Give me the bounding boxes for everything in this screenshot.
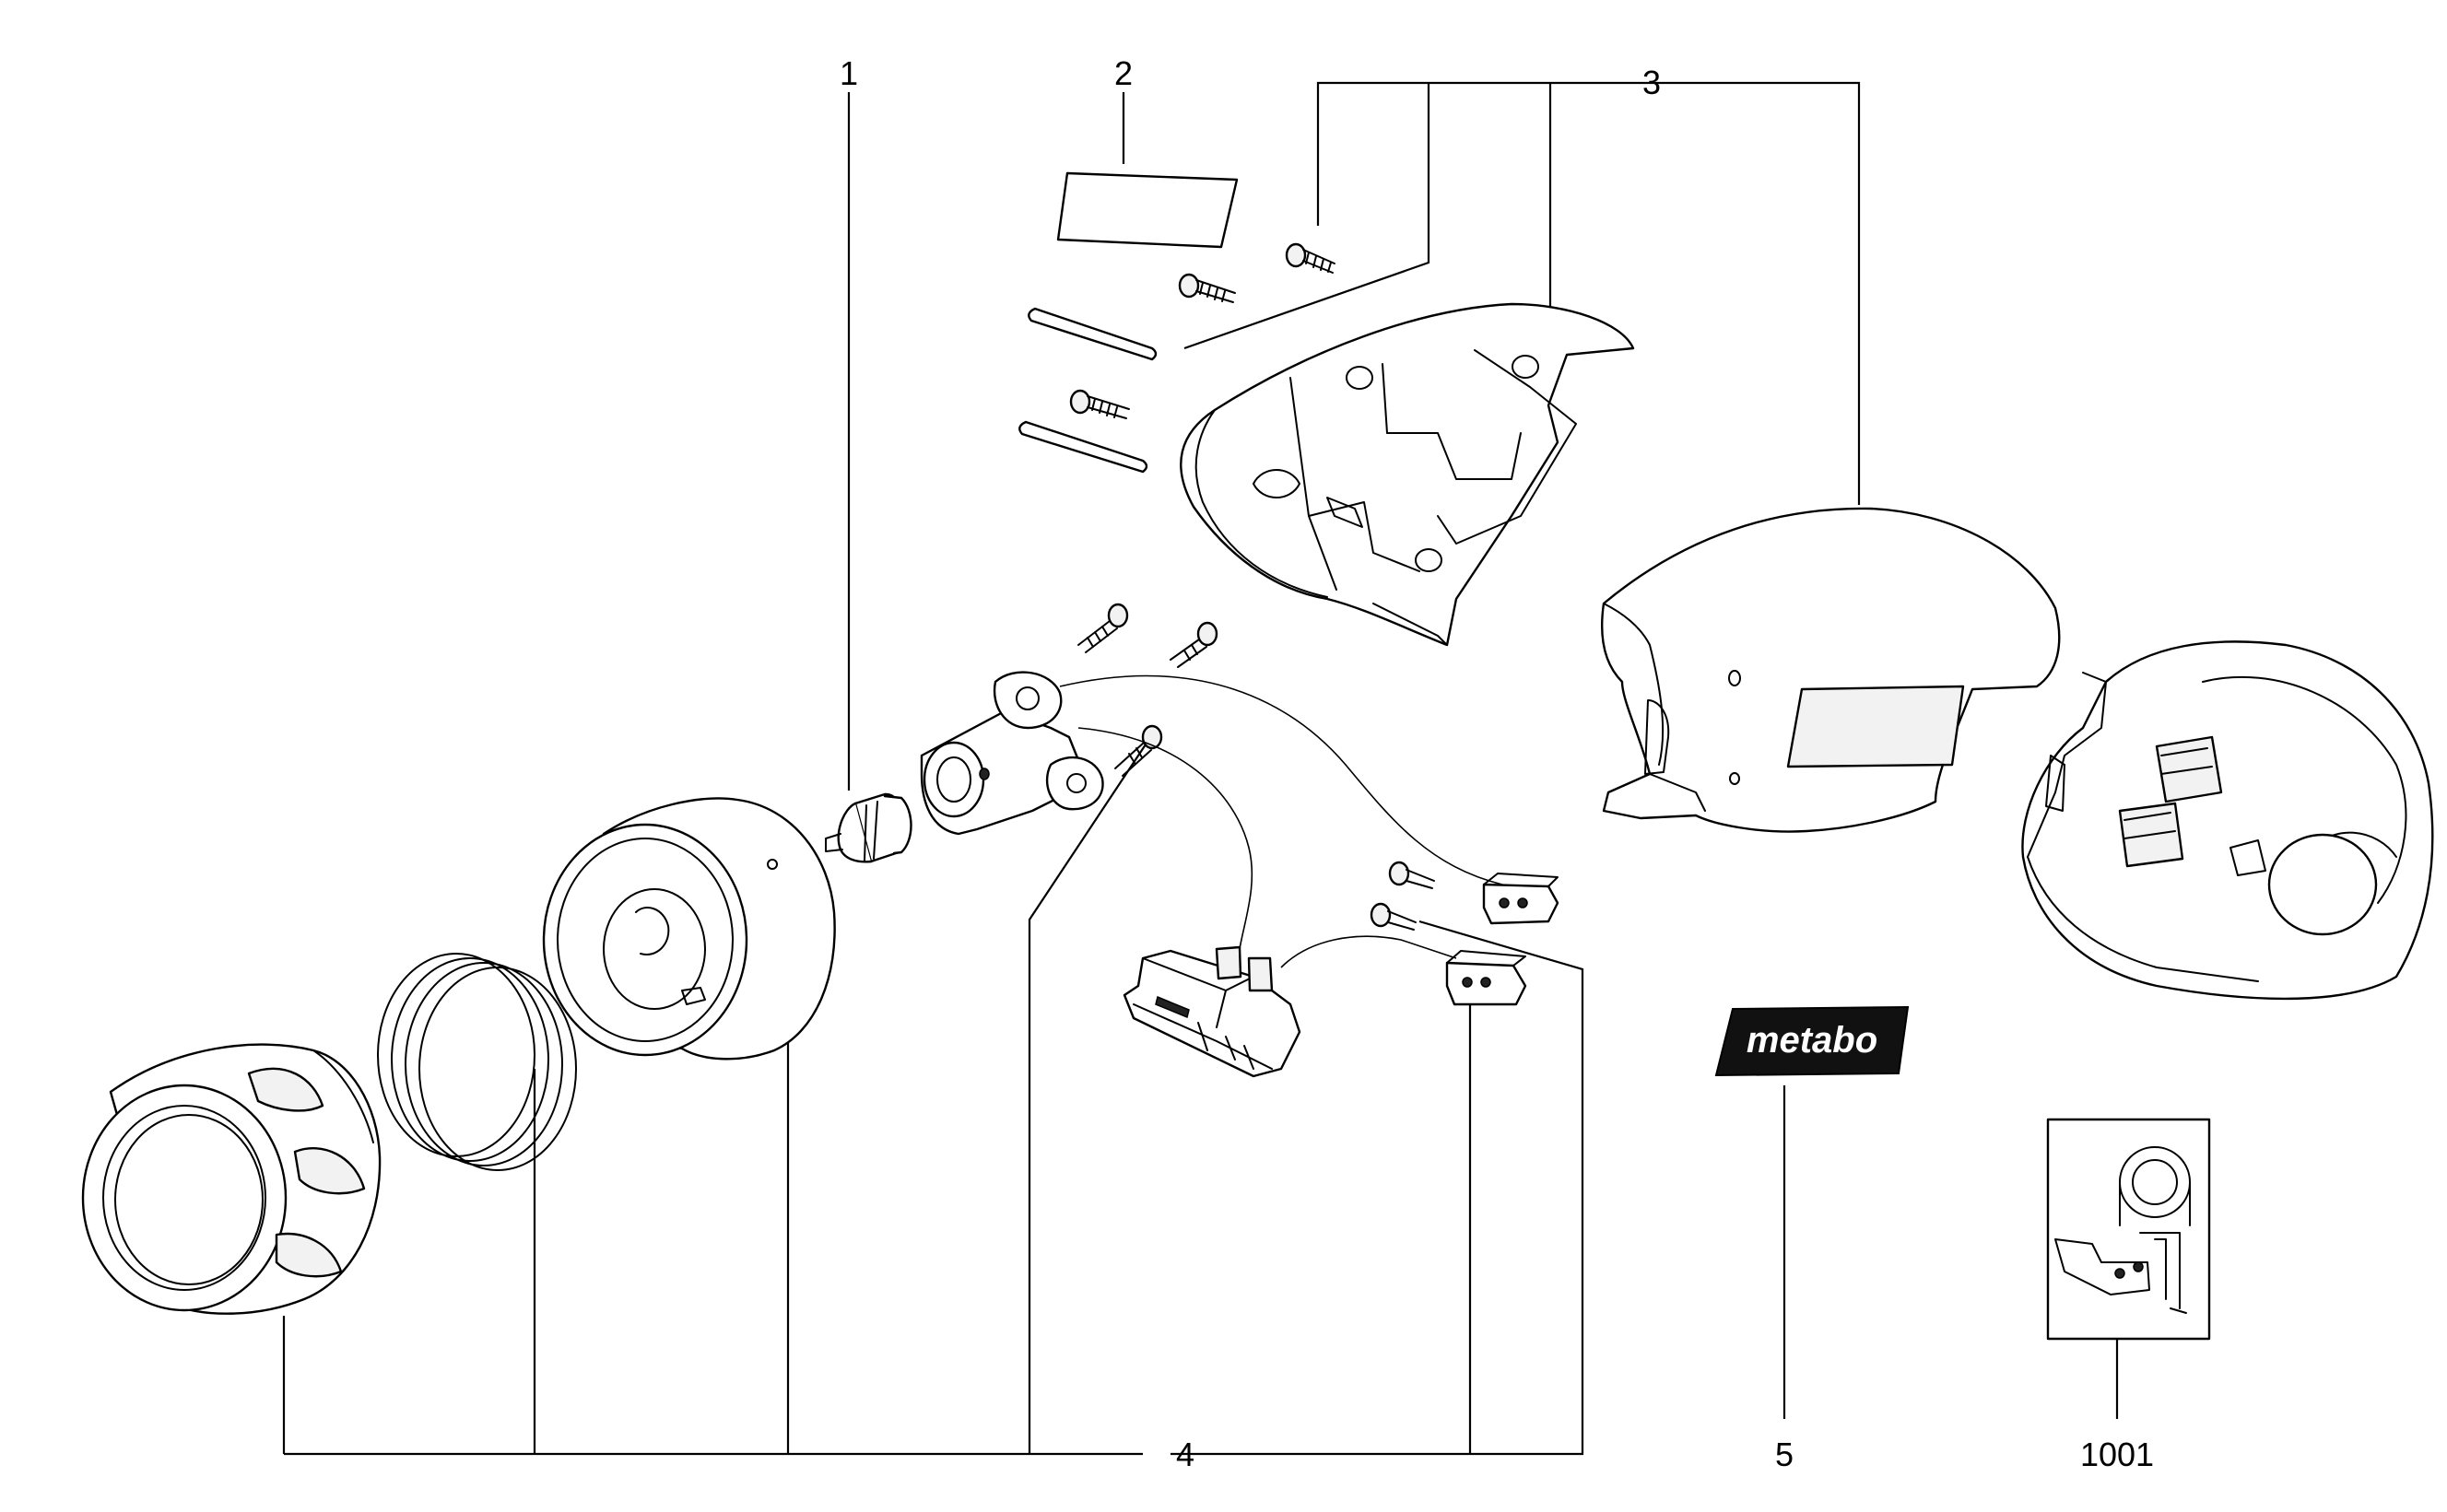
callout-2: 2 xyxy=(1114,54,1133,92)
battery-contact-b xyxy=(1445,950,1527,1006)
pin-a xyxy=(1028,307,1158,361)
wiring-diagram-card xyxy=(2046,1118,2211,1341)
pin-b xyxy=(1018,420,1148,474)
screw-d xyxy=(1077,603,1129,653)
screw-a xyxy=(1285,242,1335,274)
battery-contact-a xyxy=(1482,873,1559,925)
lens-bezel xyxy=(81,1043,382,1315)
logo-label: metabo xyxy=(1714,1005,1910,1077)
callout-labels: 1 2 3 4 5 1001 xyxy=(840,54,2154,1473)
leader-lines xyxy=(282,81,2119,1456)
label-plate xyxy=(1056,171,1239,249)
screw-f xyxy=(1114,724,1163,777)
screw-c xyxy=(1069,389,1130,419)
leader-3 xyxy=(1183,81,1861,505)
rating-plate xyxy=(1786,685,1965,768)
battery-housing xyxy=(2021,640,2434,1001)
reflector-housing xyxy=(542,797,836,1061)
screw-h xyxy=(1370,902,1417,931)
spring xyxy=(377,953,577,1171)
screw-e xyxy=(1170,621,1218,668)
callout-3: 3 xyxy=(1642,64,1661,101)
front-housing-half xyxy=(1180,302,1635,647)
bulb xyxy=(825,792,912,863)
back-housing-shell xyxy=(1601,507,2061,833)
callout-1001: 1001 xyxy=(2080,1436,2154,1473)
screw-b xyxy=(1178,273,1236,303)
screws-and-pins xyxy=(1018,242,1335,474)
switch xyxy=(1123,945,1301,1078)
screw-g xyxy=(1388,861,1435,889)
housing-screws xyxy=(1077,603,1435,931)
wiring xyxy=(1059,674,1503,968)
lamp-holder xyxy=(920,671,1104,836)
callout-1: 1 xyxy=(840,54,858,92)
callout-5: 5 xyxy=(1775,1436,1794,1473)
leader-4 xyxy=(282,741,1584,1456)
logo-text: metabo xyxy=(1747,1020,1877,1061)
callout-4: 4 xyxy=(1176,1436,1194,1473)
